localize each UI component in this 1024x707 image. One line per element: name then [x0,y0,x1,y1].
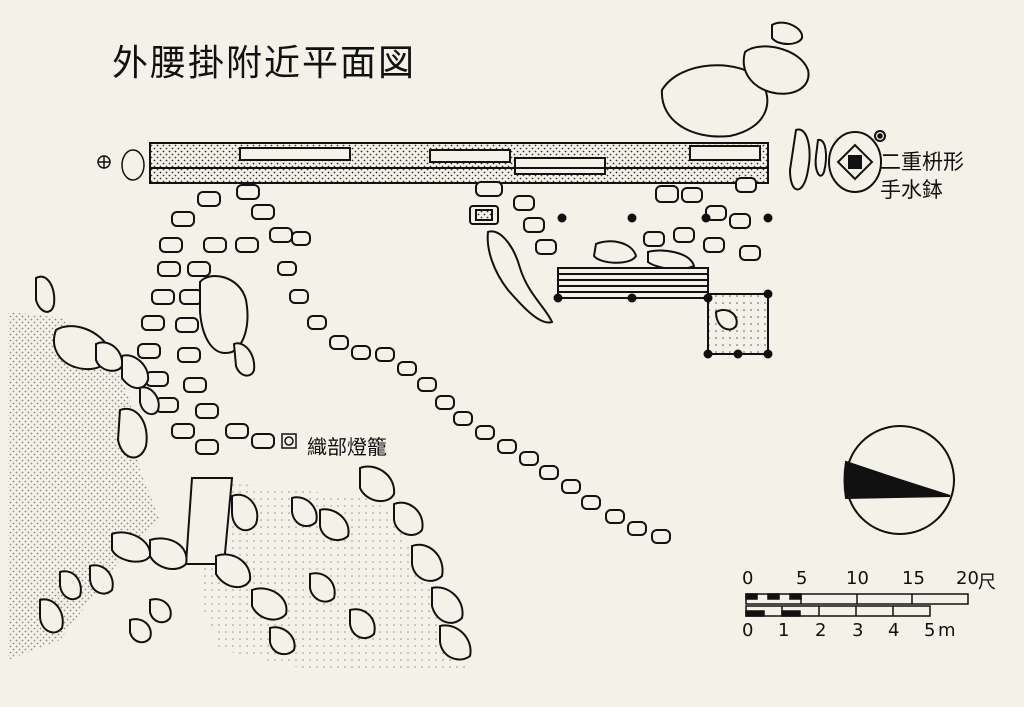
scale-feet-tick: 15 [902,568,925,589]
stepping-stones [137,184,293,455]
stones-near-wall [475,177,773,270]
scale-feet-tick: 5 [796,568,808,589]
outer-bench-wall [149,142,769,184]
figure-title: 外腰掛附近平面図 [112,43,417,84]
compass-disc [843,425,955,535]
scale-feet-unit: 尺 [978,572,996,593]
bench-structure [553,267,773,359]
scale-meter-tick: 4 [888,620,900,641]
scale-meter-tick: 2 [815,620,827,641]
diagonal-stone-path [277,231,671,544]
scale-meter-tick: 3 [852,620,864,641]
scale-bar-meters [745,605,931,617]
scale-feet-tick: 0 [742,568,754,589]
scale-meter-tick: 0 [742,620,754,641]
scale-meter-tick: 5 [924,620,936,641]
basin-label: 二重枡形 手水鉢 [880,148,964,204]
scale-bar-feet [745,593,969,605]
boulders-left [35,275,472,661]
stippled-ground-bottom [200,480,470,670]
basin-label-line1: 二重枡形 [880,150,964,174]
basin-label-line2: 手水鉢 [880,178,943,202]
scale-meter-tick: 1 [778,620,790,641]
garden-rocks-top [660,21,827,191]
lantern-label: 織部燈籠 [307,435,387,459]
garden-rocks-middle [199,205,554,377]
wall-end-marker [97,149,145,181]
oribe-lantern-marker [281,433,297,449]
scale-feet-tick: 20 [956,568,979,589]
scale-meter-unit: m [938,620,956,641]
scale-feet-tick: 10 [846,568,869,589]
masu-basin [828,130,886,193]
stippled-ground-left [8,312,160,660]
